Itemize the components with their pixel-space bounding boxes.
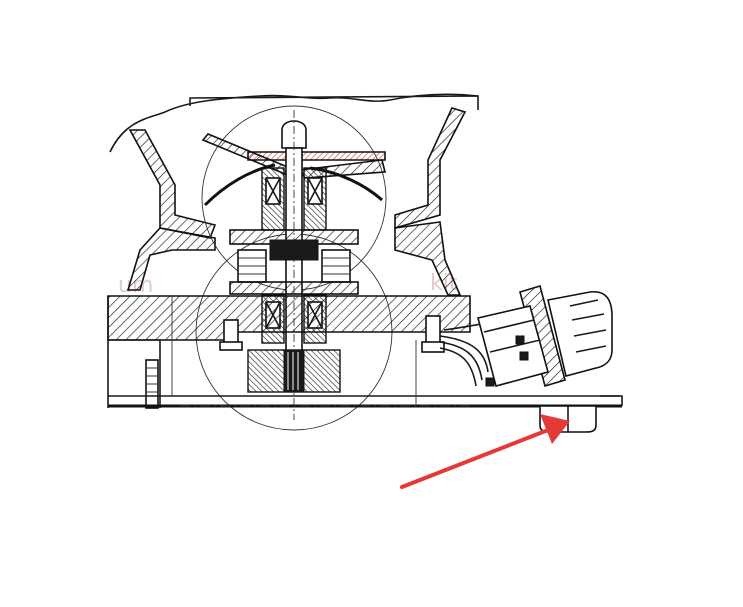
left-stud-thread [146,367,158,393]
annotation-arrow-shaft [400,428,550,489]
connector-plug [547,291,613,377]
pulley-core [283,349,305,393]
wire-bundle-2 [439,341,483,381]
coil-right-lines [322,257,350,275]
connector-plug-detail [569,299,607,353]
connector-inner-line-1 [483,319,535,333]
housing-skirt-right [394,221,462,296]
housing-skirt-left [126,227,216,291]
wire-bundle-3 [439,347,477,387]
pulley-grooves [287,352,299,390]
annotation-arrow-head [540,414,570,444]
impeller-curve-left [203,163,276,207]
wire-bundle-1 [439,335,489,373]
middle-collar [269,239,319,261]
upper-bearing-x-left [265,177,281,205]
top-housing-outline [189,95,479,110]
bolt-left-head [219,341,243,351]
connector-pin-1 [515,335,525,345]
housing-upper-right [394,107,467,230]
bottom-plate-right-end [600,395,623,406]
upper-bearing-x-right [307,177,323,205]
housing-upper-left [128,129,217,239]
lower-plate [229,281,359,295]
coil-left-lines [238,257,266,275]
connector-pin-2 [519,351,529,361]
shaft-nut [281,120,307,149]
connector-pin-3 [485,377,495,387]
connector-inner-line-2 [489,339,541,353]
base-flange-lip [107,296,161,408]
bolt-right-head [421,341,445,353]
